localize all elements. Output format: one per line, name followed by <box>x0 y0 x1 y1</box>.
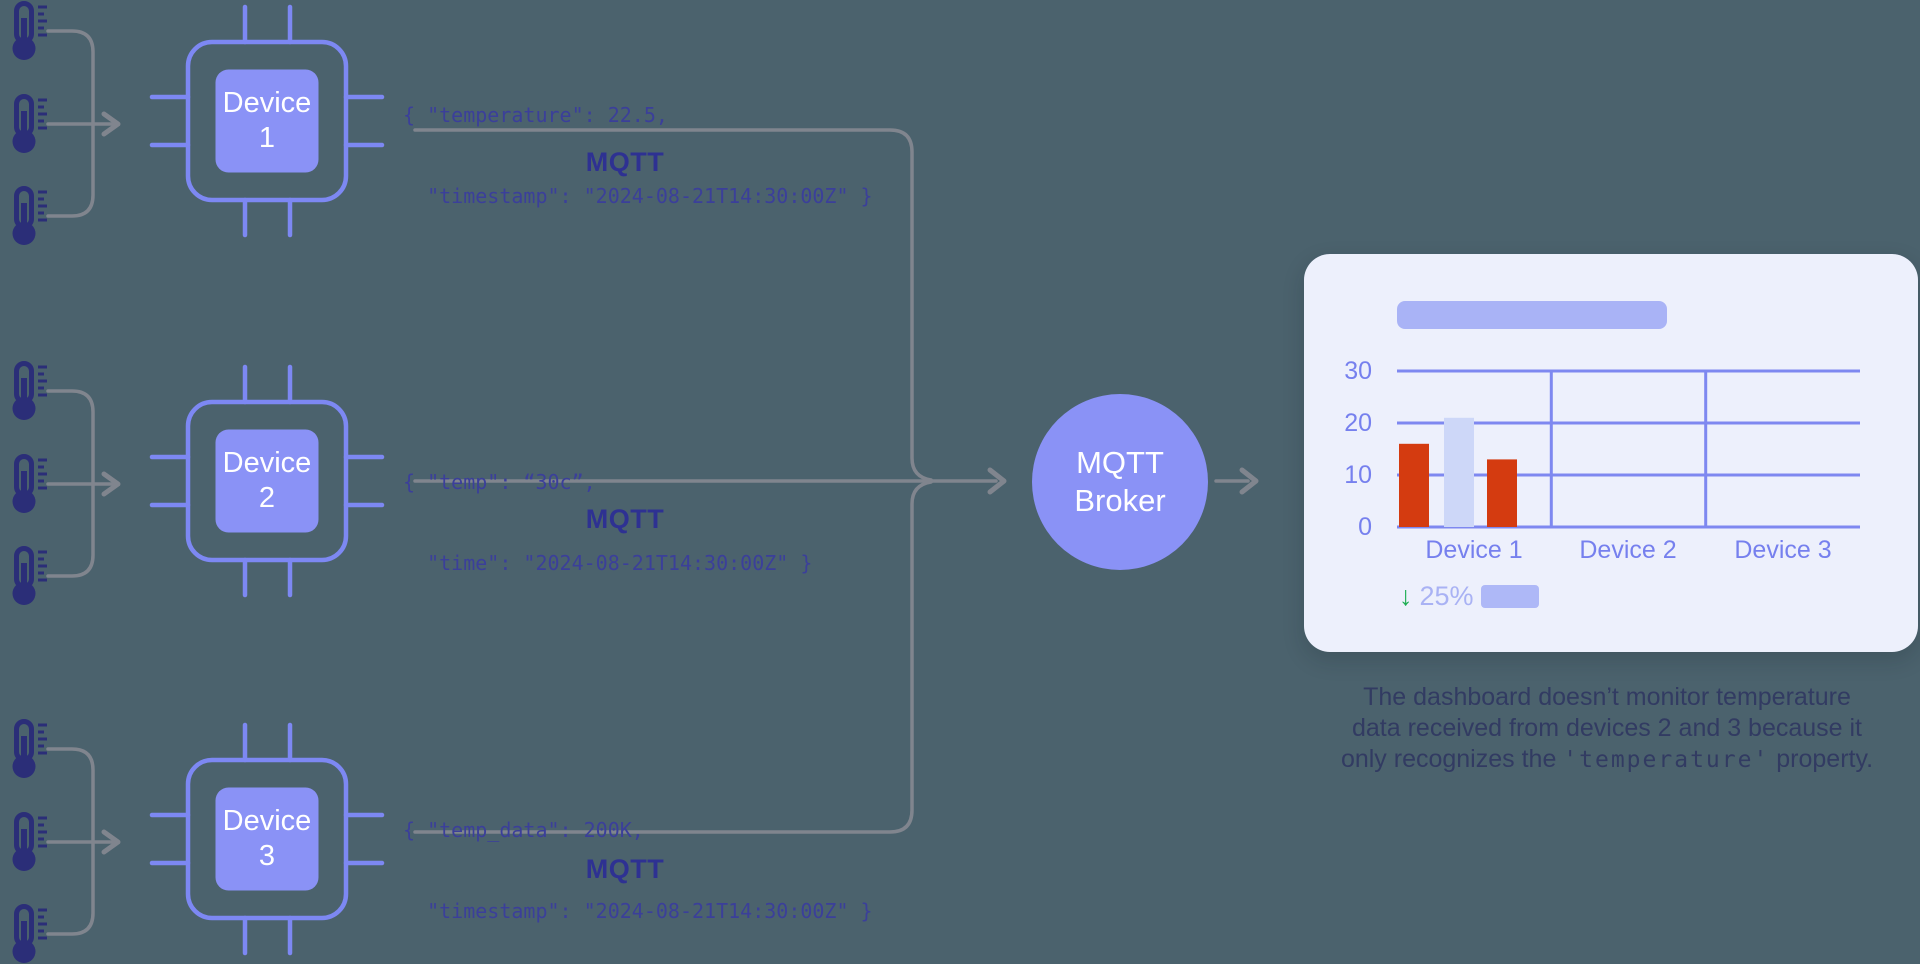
y-axis-tick: 0 <box>1358 513 1372 541</box>
payload-line: { "temperature": 22.5, <box>403 103 668 127</box>
dashboard-card: 30 20 10 0 Device 1 Device 2 Device 3 ↓ … <box>1304 254 1918 652</box>
chart-title-placeholder <box>1397 301 1667 329</box>
payload-line: { "temp": “30c”, <box>403 470 596 494</box>
broker-label-line1: MQTT <box>1076 445 1164 480</box>
device-number: 2 <box>258 482 276 514</box>
arrow-right-icon <box>1239 467 1259 495</box>
caption-line3-suffix: property. <box>1769 745 1874 773</box>
device-number: 1 <box>258 122 276 154</box>
device2-chip-label: Device 2 <box>190 446 344 516</box>
trend-stat-placeholder <box>1480 585 1539 608</box>
device-number: 3 <box>258 840 276 872</box>
mqtt-line-device1 <box>413 128 933 482</box>
x-axis-label: Device 2 <box>1579 536 1677 564</box>
mqtt-protocol-label-device2: MQTT <box>585 504 665 534</box>
payload-line: "timestamp": "2024-08-21T14:30:00Z" } <box>403 899 873 923</box>
payload-line: "timestamp": "2024-08-21T14:30:00Z" } <box>403 184 873 208</box>
chart-bar <box>1487 459 1517 527</box>
x-axis-label: Device 1 <box>1425 536 1523 564</box>
device1-chip-label: Device 1 <box>190 86 344 156</box>
mqtt-protocol-label-device1: MQTT <box>585 147 665 177</box>
payload-line: "time": "2024-08-21T14:30:00Z" } <box>403 551 813 575</box>
y-axis-tick: 30 <box>1344 357 1372 385</box>
y-axis-tick: 20 <box>1344 409 1372 437</box>
mqtt-line-device3 <box>413 480 933 834</box>
mqtt-broker-node <box>1032 394 1208 570</box>
chart-bar <box>1444 417 1474 527</box>
trend-stat-value: 25% <box>1419 581 1474 611</box>
chart-gridlines <box>1397 369 1860 529</box>
down-arrow-icon: ↓ <box>1399 581 1413 611</box>
bar-chart <box>1397 369 1860 529</box>
arrow-right-icon <box>987 467 1007 495</box>
chart-bar <box>1399 443 1429 527</box>
payload-line: { "temp_data": 200K, <box>403 818 644 842</box>
device-name: Device <box>222 805 312 837</box>
payload-json-device3: { "temp_data": 200K, "timestamp": "2024-… <box>403 763 873 952</box>
caption-line3-prefix: only recognizes the <box>1340 745 1564 773</box>
mqtt-broker-label: MQTT Broker <box>1030 444 1210 520</box>
y-axis-tick: 10 <box>1344 461 1372 489</box>
payload-json-device1: { "temperature": 22.5, "timestamp": "202… <box>403 48 873 237</box>
broker-label-line2: Broker <box>1074 483 1166 518</box>
caption-line2: data received from devices 2 and 3 becau… <box>1351 714 1863 742</box>
device-name: Device <box>222 87 312 119</box>
trend-stat: ↓ 25% <box>1399 581 1539 612</box>
device3-chip-label: Device 3 <box>190 804 344 874</box>
caption-text: The dashboard doesn’t monitor temperatur… <box>1272 682 1920 776</box>
caption-line1: The dashboard doesn’t monitor temperatur… <box>1363 683 1851 711</box>
chart-bars <box>1399 417 1517 527</box>
x-axis-label: Device 3 <box>1734 536 1832 564</box>
caption-code-snippet: 'temperature' <box>1563 747 1770 773</box>
payload-json-device2: { "temp": “30c”, "time": "2024-08-21T14:… <box>403 415 812 604</box>
caption-line3: only recognizes the 'temperature' proper… <box>1272 744 1920 776</box>
device-name: Device <box>222 447 312 479</box>
mqtt-protocol-label-device3: MQTT <box>585 854 665 884</box>
